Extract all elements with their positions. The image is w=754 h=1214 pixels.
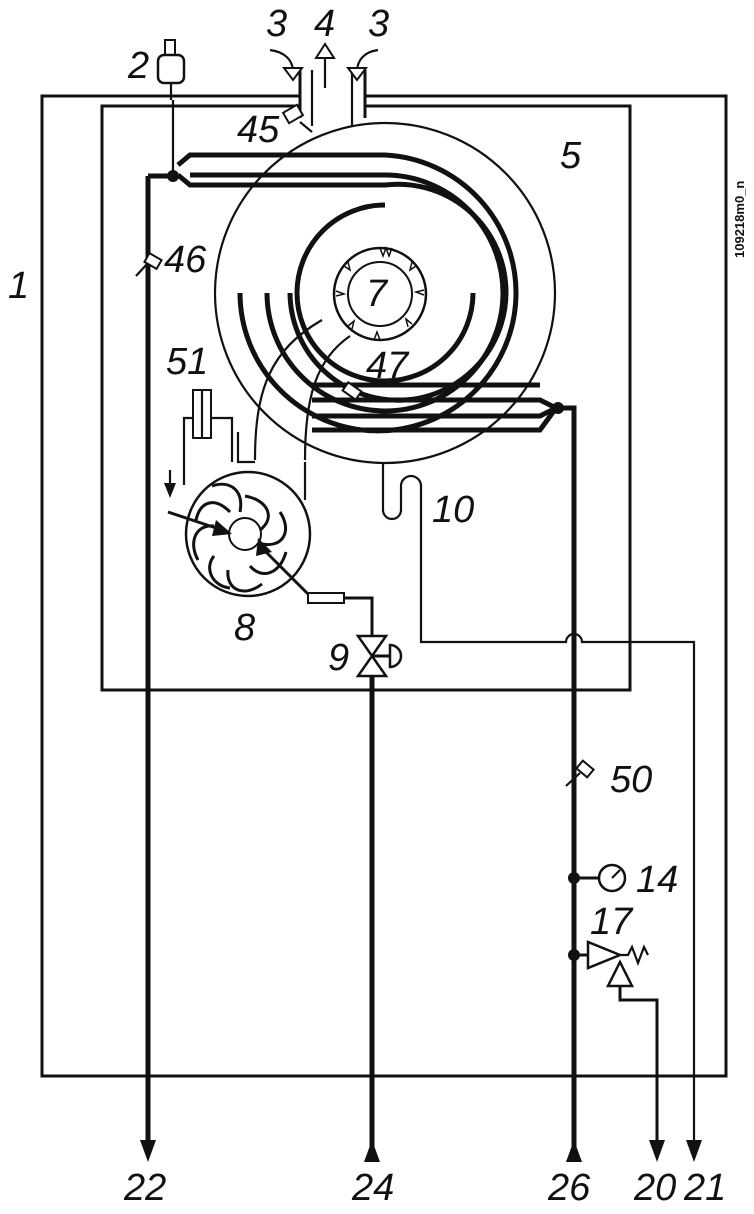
outer-casing: [40, 94, 728, 1078]
label-burner: 7: [366, 273, 389, 315]
fan: [167, 470, 314, 600]
label-air-in-left: 3: [266, 3, 287, 45]
label-air-pressure-switch: 51: [166, 341, 208, 383]
label-flue-out: 4: [314, 3, 335, 45]
condensate-line: [381, 462, 702, 1162]
label-gas-inlet: 24: [351, 1167, 394, 1209]
label-gas-valve: 9: [328, 637, 349, 679]
flue-duct: [298, 70, 367, 126]
heat-exchanger-housing: [213, 121, 557, 465]
label-condensate-drain: 21: [683, 1167, 726, 1209]
air-in-arrow-left: [269, 48, 304, 82]
burner: [332, 245, 428, 342]
return-pipe: [552, 402, 582, 1162]
air-in-arrow-right: [346, 48, 379, 82]
label-air-vent: 2: [127, 45, 149, 87]
label-return-sensor: 50: [610, 759, 652, 801]
label-casing: 1: [8, 265, 29, 307]
flue-sensor: [281, 103, 313, 133]
inner-enclosure: [100, 104, 632, 692]
gas-valve: [355, 634, 403, 678]
label-siphon: 10: [432, 489, 474, 531]
label-flow-outlet: 22: [123, 1167, 166, 1209]
return-sensor: [565, 759, 595, 787]
air-pressure-switch: [164, 389, 234, 498]
safety-valve: [574, 940, 665, 1162]
label-heat-exchanger: 5: [560, 135, 582, 177]
exchanger-sensor: [341, 380, 363, 402]
label-air-in-right: 3: [368, 3, 389, 45]
gas-line: [307, 592, 375, 1158]
label-flow-sensor: 46: [164, 239, 207, 281]
air-vent: [156, 39, 186, 175]
label-safety-valve: 17: [590, 901, 634, 943]
label-return-inlet: 26: [547, 1167, 591, 1209]
flow-sensor: [135, 251, 163, 277]
label-flue-sensor: 45: [237, 109, 280, 151]
figure-code: 109218m0_n: [732, 181, 747, 258]
label-exchanger-sensor: 47: [366, 345, 410, 387]
fan-duct: [236, 319, 351, 500]
gas-inlet-arrow: [364, 1140, 380, 1162]
label-safety-drain: 20: [633, 1167, 676, 1209]
label-pressure-gauge: 14: [636, 859, 678, 901]
pressure-gauge: [574, 863, 627, 893]
label-fan: 8: [234, 607, 255, 649]
flue-out-arrow: [314, 42, 336, 88]
flow-pipe: [140, 170, 179, 1162]
